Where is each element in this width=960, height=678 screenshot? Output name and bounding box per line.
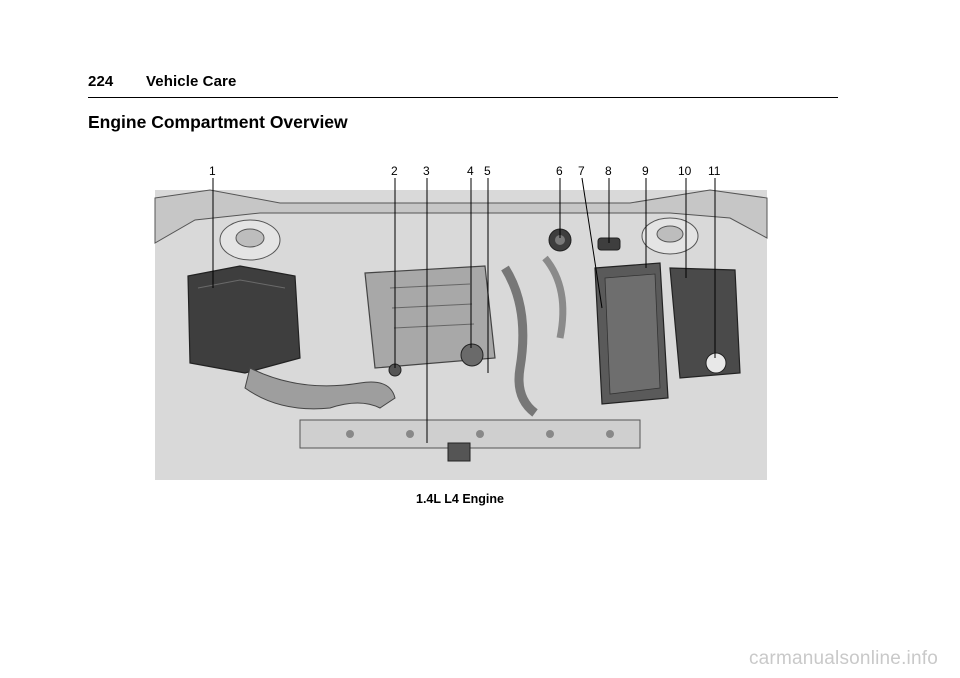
engine-illustration-svg: 1 2 3 4 5 6 7 8 9 10 11 bbox=[154, 164, 768, 480]
callout-2: 2 bbox=[391, 164, 398, 178]
engine-illustration: 1 2 3 4 5 6 7 8 9 10 11 bbox=[150, 158, 770, 483]
running-header: 224 Vehicle Care bbox=[88, 73, 236, 90]
section-name: Vehicle Care bbox=[146, 73, 237, 90]
page-number: 224 bbox=[88, 73, 114, 90]
section-title: Engine Compartment Overview bbox=[88, 112, 348, 132]
callout-6: 6 bbox=[556, 164, 563, 178]
intake-tube bbox=[244, 367, 396, 410]
callout-9: 9 bbox=[642, 164, 649, 178]
radiator-hose bbox=[501, 265, 538, 417]
callout-4: 4 bbox=[467, 164, 474, 178]
oil-fill-cap bbox=[460, 343, 484, 367]
hood-outline bbox=[154, 189, 768, 244]
hood-latch bbox=[447, 442, 471, 462]
callout-leaders bbox=[212, 177, 716, 443]
callout-7: 7 bbox=[578, 164, 585, 178]
header-rule bbox=[88, 97, 838, 98]
washer-fluid-cap bbox=[705, 352, 727, 374]
callout-10: 10 bbox=[678, 164, 692, 178]
callout-3: 3 bbox=[423, 164, 430, 178]
callout-11: 11 bbox=[708, 164, 721, 178]
callout-5: 5 bbox=[484, 164, 491, 178]
fuse-block bbox=[669, 267, 741, 379]
callout-8: 8 bbox=[605, 164, 612, 178]
watermark: carmanualsonline.info bbox=[748, 648, 938, 669]
callout-1: 1 bbox=[209, 164, 216, 178]
figure-caption: 1.4L L4 Engine bbox=[416, 492, 504, 506]
engine-cover bbox=[364, 265, 496, 369]
air-cleaner-housing bbox=[187, 265, 301, 374]
